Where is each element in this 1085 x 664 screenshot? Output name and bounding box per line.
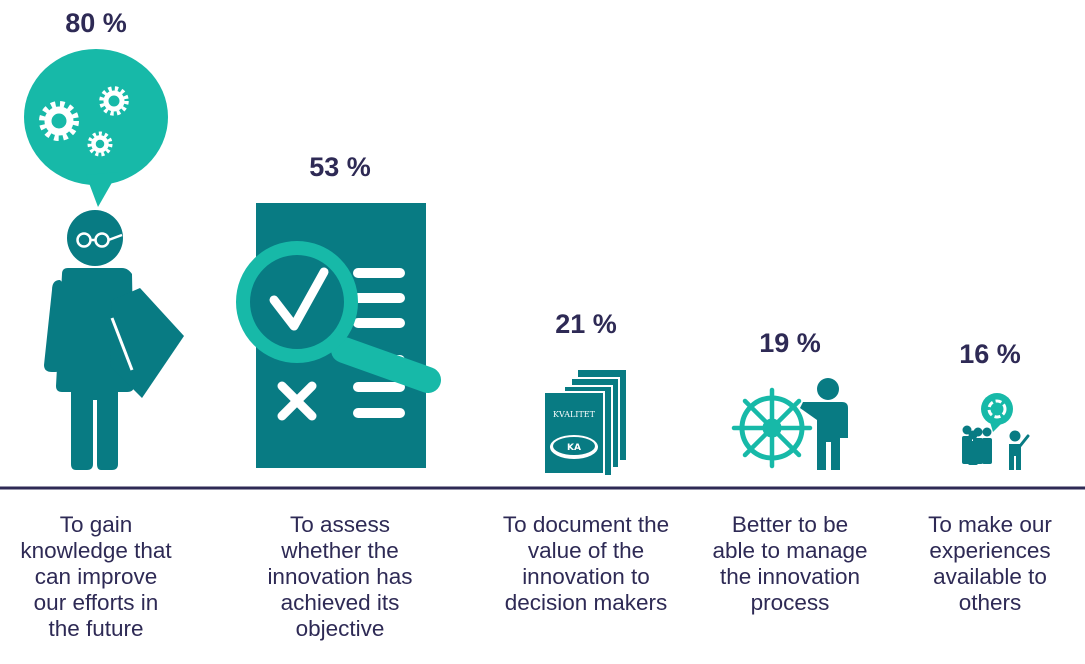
check-mark-icon — [269, 267, 329, 331]
category-line: innovation has — [267, 564, 413, 589]
person-steering-wheel-icon — [731, 378, 848, 470]
category-line: others — [958, 590, 1022, 615]
share-bubble-icon — [981, 393, 1013, 432]
category-line: experiences — [929, 538, 1051, 563]
category-line: the innovation — [719, 564, 861, 589]
speech-bubble-icon — [24, 49, 168, 207]
category-line: can improve — [34, 564, 158, 589]
person-left-arm — [44, 280, 62, 372]
category-line: To make our — [928, 512, 1052, 537]
folder-edge — [110, 317, 134, 371]
folder-icon — [110, 288, 184, 398]
steering-wheel-icon — [731, 387, 813, 469]
category-line: able to manage — [712, 538, 868, 563]
category-line: whether the — [281, 538, 399, 563]
category-line: To assess — [289, 512, 391, 537]
category-line: knowledge that — [20, 538, 172, 563]
front-report — [543, 391, 605, 475]
value-label-1: 53 % — [309, 152, 371, 182]
category-line: To gain — [59, 512, 133, 537]
category-line: objective — [295, 616, 385, 641]
magnifier-handle — [331, 337, 441, 393]
person-icon — [44, 210, 184, 470]
category-line: our efforts in — [33, 590, 159, 615]
quality-reports-icon: KVALITET KA — [543, 370, 626, 477]
report-title: KVALITET — [553, 410, 596, 419]
category-line: value of the — [527, 538, 645, 563]
category-line: process — [750, 590, 830, 615]
category-line: decision makers — [504, 590, 668, 615]
category-line: Better to be — [731, 512, 849, 537]
people-sharing-icon — [962, 393, 1030, 470]
people-group-icon — [962, 425, 1030, 470]
category-line: available to — [933, 564, 1047, 589]
value-label-0: 80 % — [65, 8, 127, 38]
person-with-gears-icon — [24, 49, 184, 470]
value-label-4: 16 % — [959, 339, 1021, 369]
badge-label: KA — [567, 443, 581, 453]
category-line: the future — [48, 616, 144, 641]
category-line: To document the — [502, 512, 670, 537]
gears-icon — [39, 86, 129, 157]
magnifier-lens — [236, 241, 358, 363]
value-label-3: 19 % — [759, 328, 821, 358]
category-line: achieved its — [280, 590, 400, 615]
category-line: innovation to — [522, 564, 650, 589]
bubble-tail — [86, 172, 118, 207]
value-label-2: 21 % — [555, 309, 617, 339]
bubble-body — [24, 49, 168, 185]
cross-mark-icon — [277, 381, 317, 421]
checklist-magnifier-icon — [236, 203, 441, 468]
captain-icon — [800, 378, 848, 470]
